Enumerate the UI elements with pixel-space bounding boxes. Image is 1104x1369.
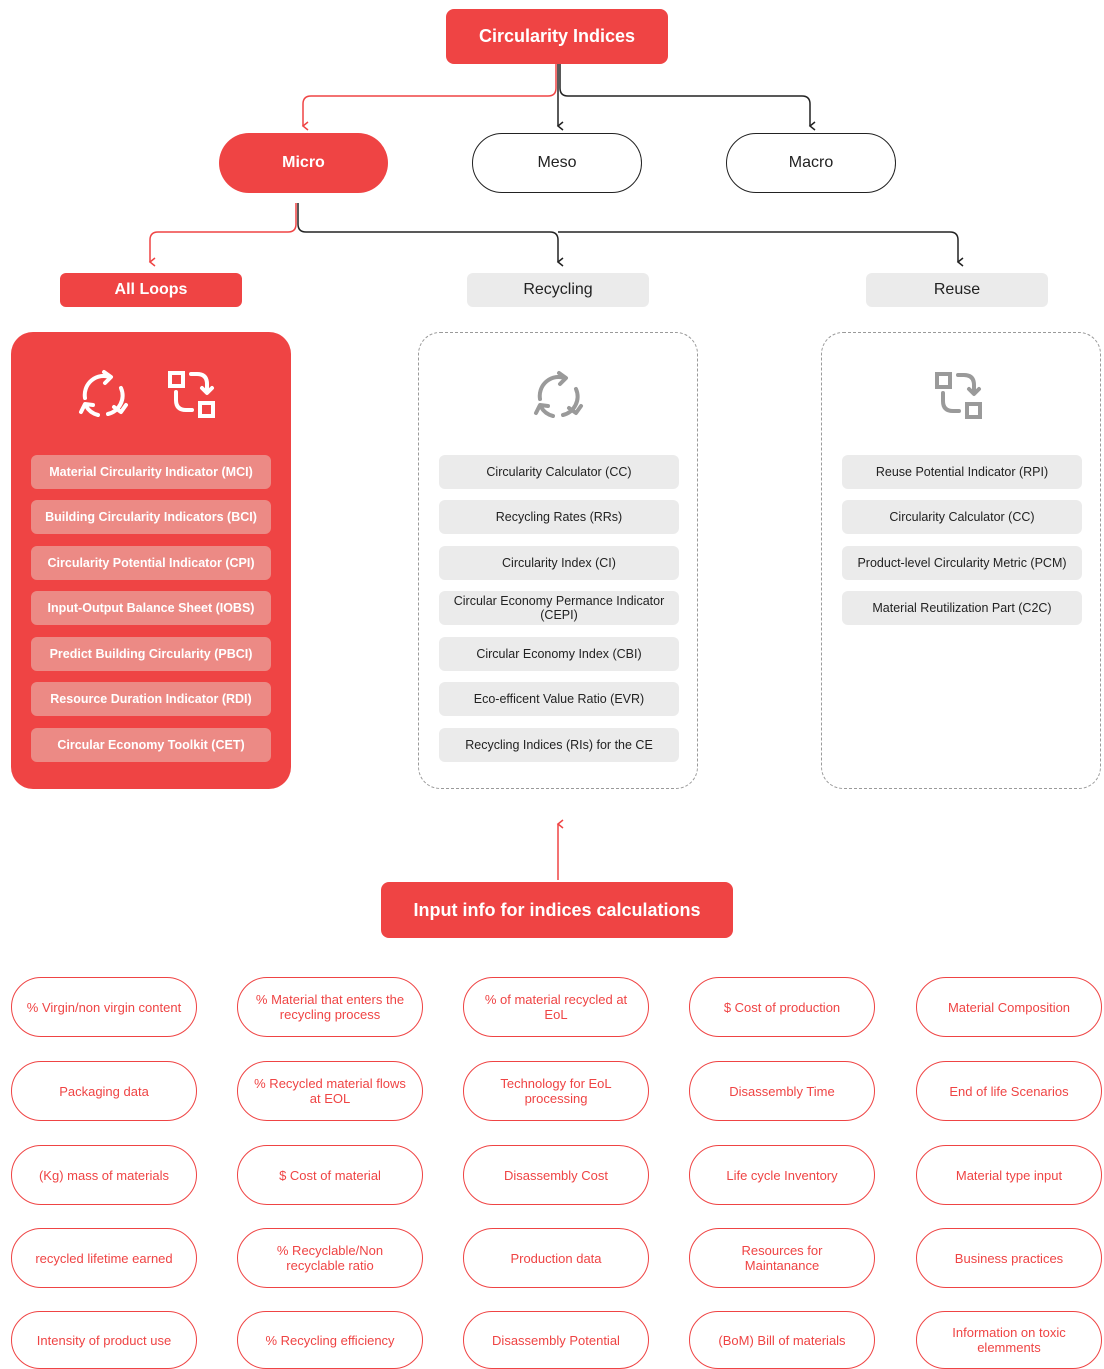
all-loops-item[interactable]: Circularity Potential Indicator (CPI): [31, 546, 271, 580]
input-pill[interactable]: Disassembly Potential: [463, 1311, 649, 1369]
input-pill[interactable]: $ Cost of material: [237, 1145, 423, 1205]
input-pill[interactable]: Technology for EoL processing: [463, 1061, 649, 1121]
input-pill[interactable]: Business practices: [916, 1228, 1102, 1288]
recycling-item[interactable]: Eco-efficent Value Ratio (EVR): [439, 682, 679, 716]
recycling-item[interactable]: Circularity Index (CI): [439, 546, 679, 580]
recycle-icon: [534, 371, 583, 418]
input-pill[interactable]: Information on toxic elemments: [916, 1311, 1102, 1369]
recycling-item[interactable]: Circularity Calculator (CC): [439, 455, 679, 489]
input-pill[interactable]: Intensity of product use: [11, 1311, 197, 1369]
input-pill[interactable]: Disassembly Time: [689, 1061, 875, 1121]
link-micro-reuse: [558, 231, 964, 267]
input-pill[interactable]: Production data: [463, 1228, 649, 1288]
input-pill[interactable]: $ Cost of production: [689, 977, 875, 1037]
link-micro-recycling: [297, 203, 564, 267]
scale-micro[interactable]: Micro: [219, 133, 388, 193]
all-loops-item[interactable]: Building Circularity Indicators (BCI): [31, 500, 271, 534]
all-loops-item[interactable]: Input-Output Balance Sheet (IOBS): [31, 591, 271, 625]
category-reuse[interactable]: Reuse: [866, 273, 1048, 307]
link-micro-all-loops: [148, 203, 297, 267]
input-pill[interactable]: % of material recycled at EoL: [463, 977, 649, 1037]
link-title-micro: [301, 64, 557, 131]
input-title-box: Input info for indices calculations: [381, 882, 733, 938]
recycling-item[interactable]: Recycling Rates (RRs): [439, 500, 679, 534]
scale-meso[interactable]: Meso: [472, 133, 642, 193]
swap-icon: [935, 372, 982, 419]
all-loops-item[interactable]: Circular Economy Toolkit (CET): [31, 728, 271, 762]
input-pill[interactable]: Disassembly Cost: [463, 1145, 649, 1205]
recycling-item[interactable]: Circular Economy Index (CBI): [439, 637, 679, 671]
category-all-loops[interactable]: All Loops: [60, 273, 242, 307]
input-pill[interactable]: % Virgin/non virgin content: [11, 977, 197, 1037]
input-pill[interactable]: Resources for Maintanance: [689, 1228, 875, 1288]
reuse-item[interactable]: Product-level Circularity Metric (PCM): [842, 546, 1082, 580]
input-pill[interactable]: recycled lifetime earned: [11, 1228, 197, 1288]
input-pill[interactable]: % Recycled material flows at EOL: [237, 1061, 423, 1121]
link-title-macro: [559, 64, 816, 131]
all-loops-item[interactable]: Predict Building Circularity (PBCI): [31, 637, 271, 671]
swap-icon: [168, 371, 215, 418]
input-pill[interactable]: (Kg) mass of materials: [11, 1145, 197, 1205]
input-pill[interactable]: End of life Scenarios: [916, 1061, 1102, 1121]
input-pill[interactable]: Material Composition: [916, 977, 1102, 1037]
input-pill[interactable]: Life cycle Inventory: [689, 1145, 875, 1205]
recycle-icon: [79, 370, 128, 417]
input-pill[interactable]: % Recycling efficiency: [237, 1311, 423, 1369]
input-pill[interactable]: % Material that enters the recycling pro…: [237, 977, 423, 1037]
recycling-item[interactable]: Recycling Indices (RIs) for the CE: [439, 728, 679, 762]
recycling-item[interactable]: Circular Economy Permance Indicator (CEP…: [439, 591, 679, 625]
all-loops-item[interactable]: Material Circularity Indicator (MCI): [31, 455, 271, 489]
reuse-item[interactable]: Reuse Potential Indicator (RPI): [842, 455, 1082, 489]
input-pill[interactable]: Packaging data: [11, 1061, 197, 1121]
title-box: Circularity Indices: [446, 9, 668, 64]
category-recycling[interactable]: Recycling: [467, 273, 649, 307]
all-loops-item[interactable]: Resource Duration Indicator (RDI): [31, 682, 271, 716]
input-pill[interactable]: (BoM) Bill of materials: [689, 1311, 875, 1369]
input-pill[interactable]: % Recyclable/Non recyclable ratio: [237, 1228, 423, 1288]
reuse-item[interactable]: Material Reutilization Part (C2C): [842, 591, 1082, 625]
input-pill[interactable]: Material type input: [916, 1145, 1102, 1205]
scale-macro[interactable]: Macro: [726, 133, 896, 193]
reuse-item[interactable]: Circularity Calculator (CC): [842, 500, 1082, 534]
